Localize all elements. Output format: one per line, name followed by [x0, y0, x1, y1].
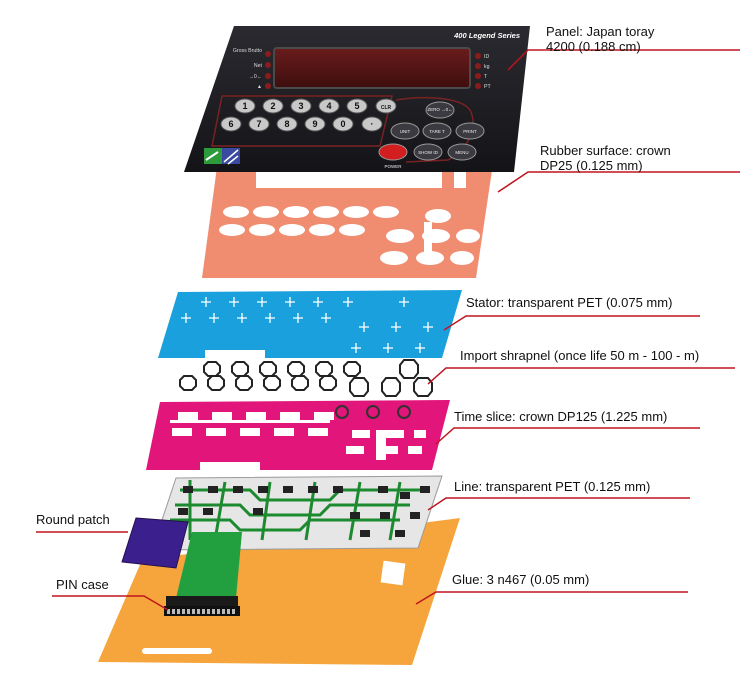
pin-case: [164, 606, 240, 616]
leader-lines: [36, 49, 740, 611]
label-rubber: Rubber surface: crown DP25 (0.125 mm): [540, 143, 671, 173]
indicator-label: PT: [484, 84, 491, 90]
indicator-label: T: [484, 74, 488, 80]
indicator-label: →0←: [249, 74, 262, 80]
key-label: MENU: [455, 150, 468, 155]
label-pin-case: PIN case: [56, 577, 109, 592]
flex-tail: [166, 532, 242, 608]
label-panel: Panel: Japan toray 4200 (0.188 cm): [546, 24, 655, 54]
leader-shrapnel: [427, 367, 735, 385]
leader-panel: [507, 49, 740, 71]
label-line: Line: transparent PET (0.125 mm): [454, 479, 651, 494]
key-label: 5: [354, 101, 359, 111]
time-slice-layer: [146, 400, 450, 470]
label-round-patch: Round patch: [36, 512, 110, 527]
key-label: TARE T: [429, 129, 445, 134]
panel-brand: 400 Legend Series: [453, 31, 520, 40]
label-shrapnel: Import shrapnel (once life 50 m - 100 - …: [460, 348, 700, 363]
display-window: [273, 47, 471, 89]
key-label: 9: [312, 119, 317, 129]
key-label: SHOW ID: [418, 150, 438, 155]
stator-layer: [158, 290, 462, 360]
key-label: 7: [256, 119, 261, 129]
key-label: ZERO →0←: [427, 107, 452, 112]
shrapnel-layer: [179, 359, 433, 397]
leader-pin-case: [52, 595, 169, 611]
round-patch: [121, 517, 189, 569]
key-label: 3: [298, 101, 303, 111]
leader-time-slice: [435, 427, 700, 445]
line-layer: [151, 475, 443, 551]
leader-line: [427, 497, 690, 511]
key-label: 0: [340, 119, 345, 129]
power-key: [378, 143, 408, 161]
indicator-label: ▲: [257, 84, 262, 90]
label-glue: Glue: 3 n467 (0.05 mm): [452, 572, 590, 587]
indicator-label: Net: [254, 63, 263, 69]
key-label: 8: [284, 119, 289, 129]
key-label: 2: [270, 101, 275, 111]
key-label: ·: [371, 119, 374, 129]
leader-glue: [415, 591, 688, 605]
panel-logo: [204, 148, 240, 164]
indicator-label: ID: [484, 54, 489, 60]
key-label: CLR: [381, 105, 392, 111]
key-label: PRINT: [463, 129, 477, 134]
key-label: UNIT: [400, 129, 411, 134]
indicator-label: kg: [484, 64, 490, 70]
key-label: POWER: [384, 164, 402, 169]
indicator-label: Gross Brutto: [233, 48, 262, 54]
key-label: 1: [242, 101, 247, 111]
key-label: 6: [228, 119, 233, 129]
panel-layer: [184, 26, 530, 172]
label-stator: Stator: transparent PET (0.075 mm): [466, 295, 673, 310]
key-label: 4: [326, 101, 331, 111]
leader-stator: [443, 315, 700, 331]
leader-rubber: [497, 171, 740, 193]
label-time-slice: Time slice: crown DP125 (1.225 mm): [454, 409, 668, 424]
